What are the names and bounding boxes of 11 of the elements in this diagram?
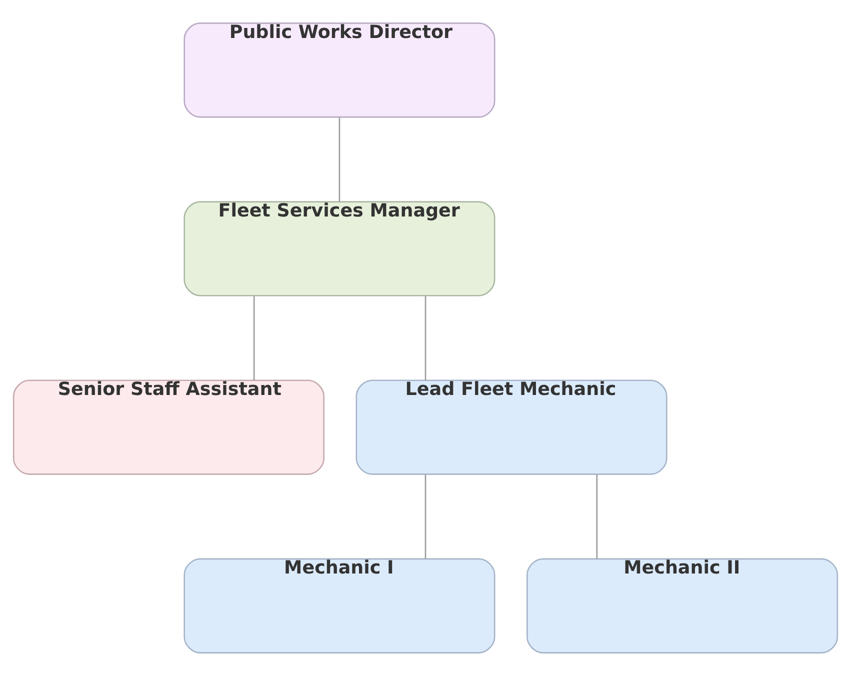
connector [596,474,598,559]
node-box: Mechanic I [184,558,496,654]
connector [424,296,426,380]
connector [424,474,426,559]
node-box: Public Works Director [184,22,496,118]
node-box: Senior Staff Assistant [12,380,324,475]
node-box: Fleet Services Manager [184,201,496,296]
node-box: Mechanic II [526,558,838,654]
node-box: Lead Fleet Mechanic [356,380,668,475]
connector [253,296,255,380]
connector [338,118,340,202]
